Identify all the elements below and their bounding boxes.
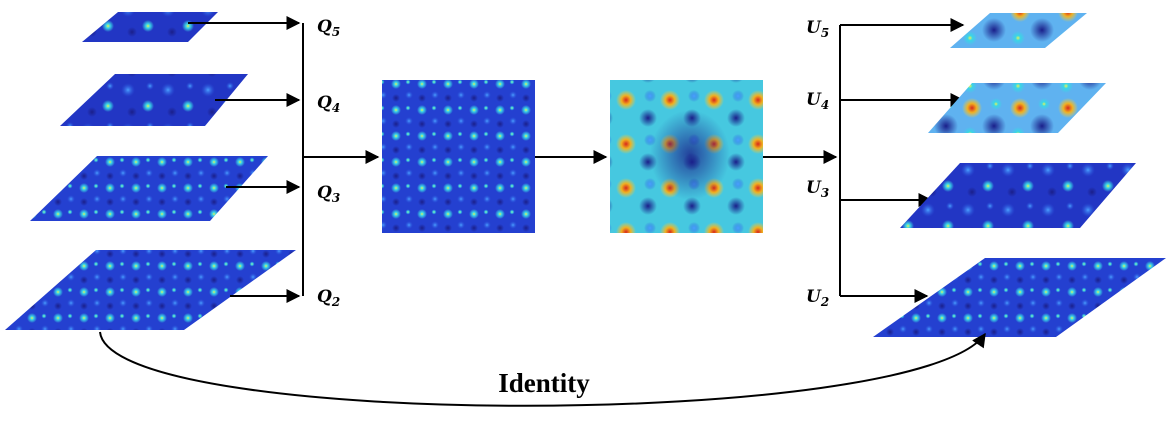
identity-arrow [99,331,986,407]
label-q5: Q5 [317,17,340,39]
label-u3: U3 [806,178,829,200]
feature-map-u2 [873,258,1166,337]
label-q3: Q3 [317,183,340,205]
feature-map-u4 [928,83,1106,133]
left-labels: Q5 Q4 Q3 Q2 [317,17,340,309]
feature-map-q3 [30,156,268,221]
label-u2: U2 [806,287,829,309]
right-feature-maps [873,13,1166,337]
fused-feature-map [382,80,535,233]
label-u4: U4 [806,90,829,112]
feature-map-u5 [950,13,1087,48]
label-q4: Q4 [317,93,340,115]
left-arrows [188,16,380,303]
feature-map-q4 [60,74,248,126]
left-feature-maps [5,12,296,330]
feature-map-u3 [900,163,1136,228]
right-labels: U5 U4 U3 U2 [806,18,829,309]
label-q2: Q2 [317,287,340,309]
right-arrows [763,18,965,303]
identity-label: Identity [498,368,590,398]
feature-map-q2 [5,250,296,330]
label-u5: U5 [806,18,829,40]
refined-map-dark-center [650,110,730,200]
feature-map-q5 [82,12,218,42]
